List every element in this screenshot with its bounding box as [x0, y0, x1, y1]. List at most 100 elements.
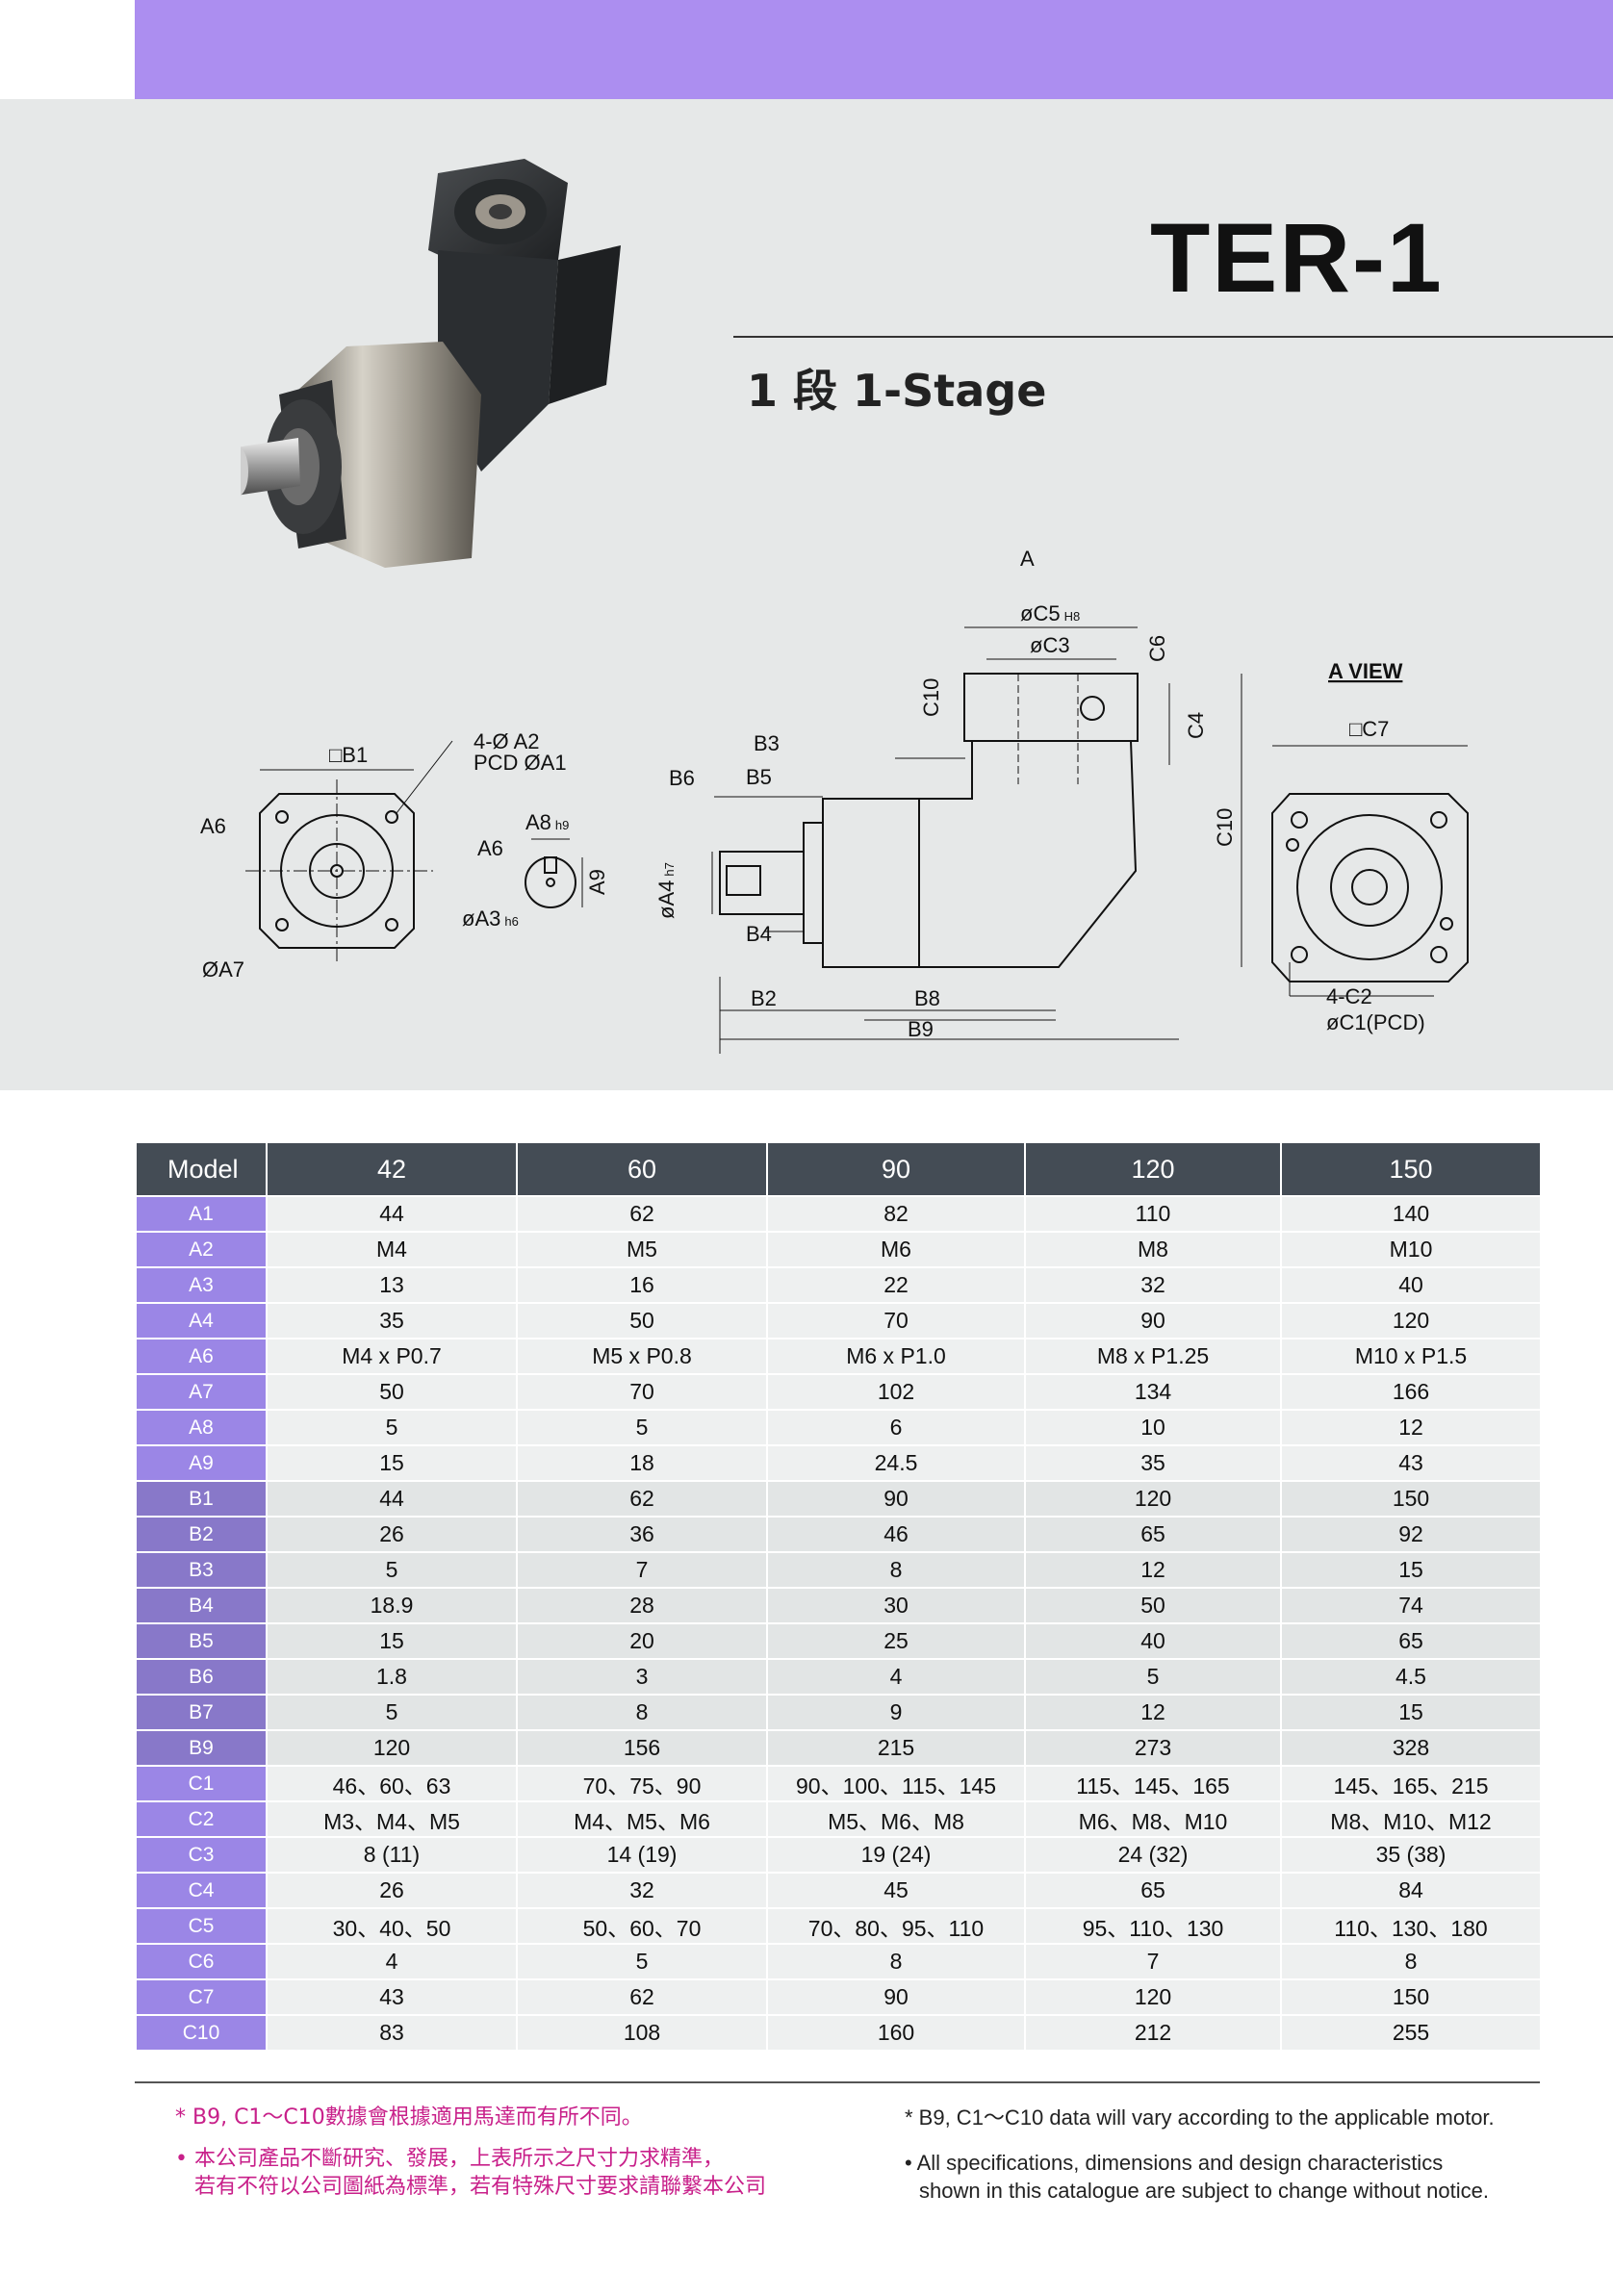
label-holes-a2: 4-Ø A2 — [474, 729, 539, 753]
table-cell: 30 — [768, 1589, 1024, 1622]
table-cell: 102 — [768, 1375, 1024, 1409]
param-label: A2 — [137, 1233, 266, 1266]
label-b3: B3 — [754, 731, 780, 755]
label-c2: 4-C2 — [1326, 984, 1372, 1008]
label-b6: B6 — [669, 766, 695, 790]
table-cell: 18 — [518, 1446, 766, 1480]
model-header: Model — [137, 1143, 266, 1195]
front-view — [245, 740, 453, 962]
table-cell: 16 — [518, 1268, 766, 1302]
param-label: A3 — [137, 1268, 266, 1302]
table-cell: 65 — [1282, 1624, 1540, 1658]
param-label: B1 — [137, 1482, 266, 1516]
table-cell: 1.8 — [268, 1660, 516, 1694]
table-cell: 15 — [1282, 1553, 1540, 1587]
label-a4: øA4h7 — [654, 862, 678, 919]
model-column-150: 150 — [1282, 1143, 1540, 1195]
table-cell: 18.9 — [268, 1589, 516, 1622]
model-column-60: 60 — [518, 1143, 766, 1195]
param-label: B6 — [137, 1660, 266, 1694]
label-b2: B2 — [751, 986, 777, 1010]
table-cell: 50、60、70 — [518, 1909, 766, 1943]
label-c10-top: C10 — [919, 678, 943, 717]
note-en-change: shown in this catalogue are subject to c… — [919, 2179, 1489, 2203]
figure-background — [0, 99, 1613, 1090]
stage-label: 1 段 1-Stage — [747, 365, 1047, 417]
table-cell: 8 — [518, 1696, 766, 1729]
table-cell: 4 — [768, 1660, 1024, 1694]
label-b5: B5 — [746, 765, 772, 789]
model-column-120: 120 — [1026, 1143, 1280, 1195]
table-cell: 215 — [768, 1731, 1024, 1765]
table-cell: M6 — [768, 1233, 1024, 1266]
table-cell: 70、80、95、110 — [768, 1909, 1024, 1943]
table-cell: 95、110、130 — [1026, 1909, 1280, 1943]
table-cell: 20 — [518, 1624, 766, 1658]
table-cell: 28 — [518, 1589, 766, 1622]
table-cell: 40 — [1026, 1624, 1280, 1658]
table-cell: 150 — [1282, 1482, 1540, 1516]
note-en-motor: * B9, C1～C10 data will vary according to… — [905, 2105, 1495, 2130]
table-cell: 35 (38) — [1282, 1838, 1540, 1872]
table-cell: 50 — [518, 1304, 766, 1338]
table-cell: 90 — [768, 1980, 1024, 2014]
table-cell: M4 x P0.7 — [268, 1339, 516, 1373]
table-cell: 110 — [1026, 1197, 1280, 1231]
table-cell: 108 — [518, 2016, 766, 2050]
table-cell: 14 (19) — [518, 1838, 766, 1872]
table-cell: 3 — [518, 1660, 766, 1694]
table-cell: 65 — [1026, 1518, 1280, 1551]
model-title: TER-1 — [1150, 203, 1444, 313]
table-cell: 10 — [1026, 1411, 1280, 1444]
table-cell: 120 — [1282, 1304, 1540, 1338]
param-label: C6 — [137, 1945, 266, 1978]
table-cell: 62 — [518, 1980, 766, 2014]
table-cell: 12 — [1026, 1696, 1280, 1729]
table-cell: 46、60、63 — [268, 1767, 516, 1800]
table-cell: 83 — [268, 2016, 516, 2050]
table-cell: 26 — [268, 1874, 516, 1907]
table-cell: M5 — [518, 1233, 766, 1266]
model-column-90: 90 — [768, 1143, 1024, 1195]
label-pcd-a1: PCD ØA1 — [474, 751, 567, 775]
table-cell: 24.5 — [768, 1446, 1024, 1480]
label-b1: □B1 — [329, 743, 368, 767]
table-cell: 156 — [518, 1731, 766, 1765]
table-cell: M8 x P1.25 — [1026, 1339, 1280, 1373]
param-label: C5 — [137, 1909, 266, 1943]
table-cell: M8、M10、M12 — [1282, 1802, 1540, 1836]
table-cell: 32 — [518, 1874, 766, 1907]
table-cell: 35 — [1026, 1446, 1280, 1480]
table-cell: 12 — [1026, 1553, 1280, 1587]
title-divider — [733, 336, 1613, 338]
label-b8: B8 — [914, 986, 940, 1010]
param-label: C1 — [137, 1767, 266, 1800]
table-cell: 5 — [268, 1696, 516, 1729]
shaft-detail — [525, 838, 583, 908]
table-cell: 120 — [268, 1731, 516, 1765]
table-cell: 24 (32) — [1026, 1838, 1280, 1872]
param-label: C10 — [137, 2016, 266, 2050]
table-cell: 212 — [1026, 2016, 1280, 2050]
table-cell: 13 — [268, 1268, 516, 1302]
table-cell: 255 — [1282, 2016, 1540, 2050]
table-cell: 145、165、215 — [1282, 1767, 1540, 1800]
table-cell: 5 — [268, 1411, 516, 1444]
table-cell: 26 — [268, 1518, 516, 1551]
param-label: A8 — [137, 1411, 266, 1444]
table-cell: M3、M4、M5 — [268, 1802, 516, 1836]
table-cell: 50 — [268, 1375, 516, 1409]
